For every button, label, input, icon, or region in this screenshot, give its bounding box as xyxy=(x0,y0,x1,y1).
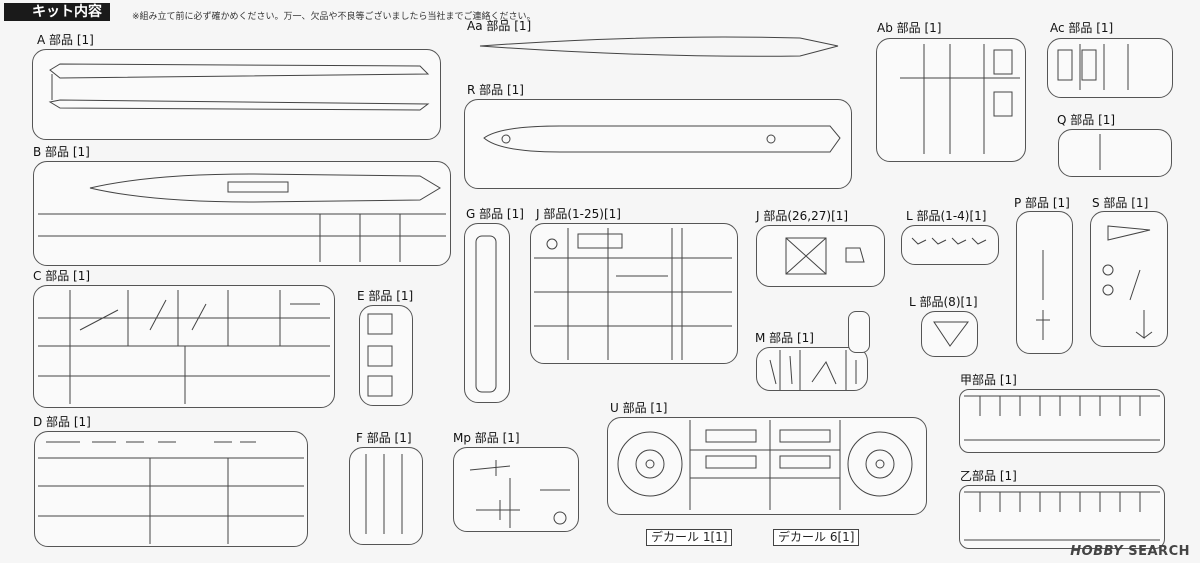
sprue-p xyxy=(1016,211,1073,354)
kit-contents-title: キット内容 xyxy=(30,3,110,21)
sprue-d xyxy=(34,431,308,547)
sprue-r xyxy=(464,99,852,189)
header-marker xyxy=(4,3,30,21)
label-g: G 部品 [1] xyxy=(466,207,524,221)
label-m: M 部品 [1] xyxy=(755,331,814,345)
label-mp: Mp 部品 [1] xyxy=(453,431,520,445)
sprue-m xyxy=(756,347,868,391)
label-l2: L 部品(8)[1] xyxy=(909,295,978,309)
label-u: U 部品 [1] xyxy=(610,401,668,415)
watermark-logo: HOBBY SEARCH xyxy=(1070,544,1190,559)
label-f: F 部品 [1] xyxy=(356,431,412,445)
label-ab: Ab 部品 [1] xyxy=(877,21,942,35)
label-ac: Ac 部品 [1] xyxy=(1050,21,1114,35)
hull-half-upper xyxy=(49,63,430,79)
sprue-ab xyxy=(876,38,1026,162)
label-s: S 部品 [1] xyxy=(1092,196,1149,210)
sprue-ac xyxy=(1047,38,1173,98)
label-d: D 部品 [1] xyxy=(33,415,91,429)
label-a: A 部品 [1] xyxy=(37,33,94,47)
kit-contents-header: キット内容 xyxy=(4,3,110,21)
decal-6: デカール 6[1] xyxy=(773,529,860,546)
deck-aa xyxy=(479,36,839,57)
label-l1: L 部品(1-4)[1] xyxy=(906,209,987,223)
label-b: B 部品 [1] xyxy=(33,145,90,159)
label-e: E 部品 [1] xyxy=(357,289,414,303)
deck-r xyxy=(483,125,841,153)
sprue-j2 xyxy=(756,225,885,287)
label-q: Q 部品 [1] xyxy=(1057,113,1116,127)
logo-brand: HOBBY xyxy=(1070,544,1124,559)
label-aa: Aa 部品 [1] xyxy=(467,19,532,33)
label-r: R 部品 [1] xyxy=(467,83,524,97)
sprue-j1 xyxy=(530,223,738,364)
sprue-g xyxy=(464,223,510,403)
sprue-f xyxy=(349,447,423,545)
sprue-l2 xyxy=(921,311,978,357)
decal-1: デカール 1[1] xyxy=(646,529,733,546)
label-otsu: 乙部品 [1] xyxy=(960,469,1017,483)
sprue-m-arm xyxy=(848,311,870,353)
hull-bottom xyxy=(89,173,441,203)
label-j1: J 部品(1-25)[1] xyxy=(536,207,621,221)
label-kou: 甲部品 [1] xyxy=(960,373,1017,387)
sprue-kou xyxy=(959,389,1165,453)
sprue-otsu xyxy=(959,485,1165,549)
label-p: P 部品 [1] xyxy=(1014,196,1070,210)
label-c: C 部品 [1] xyxy=(33,269,91,283)
logo-suffix: SEARCH xyxy=(1128,544,1190,559)
label-j2: J 部品(26,27)[1] xyxy=(756,209,849,223)
sprue-s xyxy=(1090,211,1168,347)
sprue-q xyxy=(1058,129,1172,177)
sprue-l1 xyxy=(901,225,999,265)
header-note: ※組み立て前に必ず確かめください。万一、欠品や不良等ございましたら当社までご連絡… xyxy=(132,12,536,22)
hull-half-lower xyxy=(48,99,430,111)
